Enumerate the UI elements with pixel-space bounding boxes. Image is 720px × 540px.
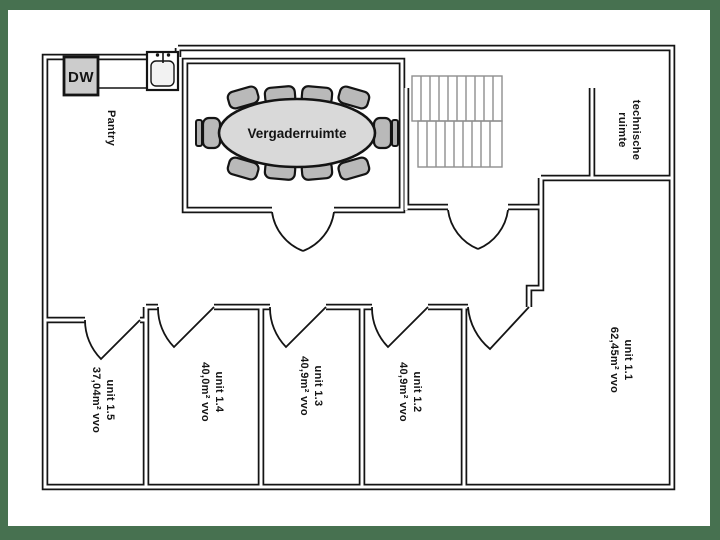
unit-1-1-area: 62,45m² vvo [608, 327, 620, 393]
unit-1-4-name: unit 1.4 [213, 372, 225, 413]
technical-room-label-line1: technische [630, 100, 642, 160]
sink-icon [145, 50, 180, 92]
meeting-table [217, 97, 377, 169]
unit-1-5-label: unit 1.5 37,04m² vvo [90, 367, 116, 433]
door-arcs [84, 209, 530, 361]
unit-1-2-area: 40,9m² vvo [397, 362, 409, 422]
unit-1-2-label: unit 1.2 40,9m² vvo [397, 362, 423, 422]
unit-1-4-label: unit 1.4 40,0m² vvo [199, 362, 225, 422]
chair-icon [195, 119, 203, 147]
chair-icon [372, 116, 393, 150]
unit-1-3-area: 40,9m² vvo [298, 356, 310, 416]
chair-icon [337, 156, 371, 181]
technical-room-label-line2: ruimte [616, 112, 628, 147]
dishwasher-label: DW [68, 69, 94, 86]
wall-lines [41, 44, 676, 491]
stairs-icon [411, 75, 503, 168]
unit-1-5-area: 37,04m² vvo [90, 367, 102, 433]
dishwasher-box [62, 55, 100, 97]
unit-1-2-name: unit 1.2 [411, 372, 423, 413]
unit-1-3-label: unit 1.3 40,9m² vvo [298, 356, 324, 416]
unit-1-1-name: unit 1.1 [622, 340, 634, 381]
chair-icon [226, 156, 260, 181]
unit-1-1-label: unit 1.1 62,45m² vvo [608, 327, 634, 393]
pantry-label: Pantry [105, 110, 117, 147]
meeting-furniture: Vergaderruimte [195, 85, 399, 181]
unit-1-4-area: 40,0m² vvo [199, 362, 211, 422]
chair-icon [226, 85, 260, 110]
chair-icon [337, 85, 371, 110]
unit-1-3-name: unit 1.3 [312, 366, 324, 407]
chair-icon [391, 119, 399, 147]
technical-room-label: technische ruimte [616, 100, 642, 160]
chair-icon [201, 116, 222, 150]
pantry-fixtures: DW [62, 50, 180, 97]
unit-1-5-name: unit 1.5 [104, 380, 116, 421]
meeting-room-label: Vergaderruimte [247, 126, 347, 141]
